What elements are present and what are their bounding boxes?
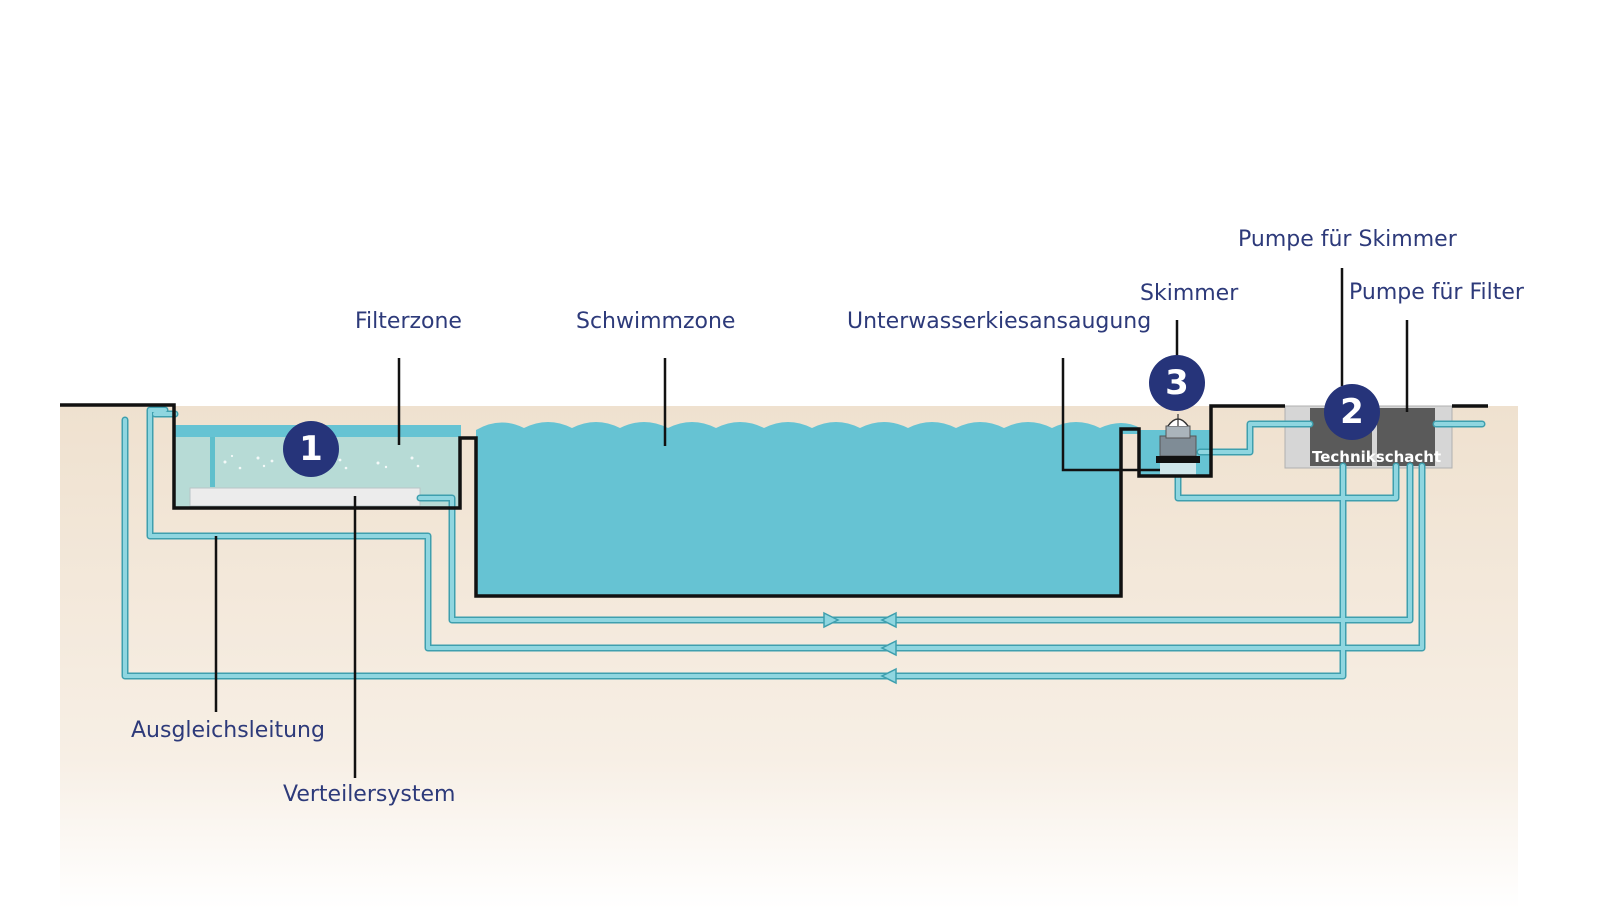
badge-technikschacht: 2: [1324, 384, 1380, 440]
label-filterzone: Filterzone: [355, 309, 462, 334]
label-unterwasserkiesansaugung: Unterwasserkiesansaugung: [847, 309, 1152, 334]
leader-lines: [214, 268, 1409, 778]
label-verteilersystem: Verteilersystem: [283, 782, 456, 807]
arrow-right-top: [823, 611, 840, 629]
label-technikschacht: Technikschacht: [1312, 448, 1442, 466]
arrow-left-bottom: [880, 667, 897, 685]
filter-riser-pipe: [210, 437, 215, 487]
distributor-system-bar: [189, 487, 421, 507]
arrow-left-mid: [880, 639, 897, 657]
label-pumpe-filter: Pumpe für Filter: [1349, 280, 1524, 305]
label-pumpe-skimmer: Pumpe für Skimmer: [1238, 227, 1457, 252]
water-waves: [476, 422, 1140, 434]
label-skimmer: Skimmer: [1140, 281, 1239, 306]
skimmer-device: [1156, 414, 1200, 475]
label-ausgleichsleitung: Ausgleichsleitung: [131, 718, 325, 743]
filter-gravel-dots: [223, 454, 420, 470]
flow-arrows: [823, 611, 897, 685]
tech-shaft-pump-right: [1377, 408, 1435, 466]
pond-outline: [60, 403, 1285, 598]
swim-zone-water: [476, 430, 1122, 596]
arrow-left-top: [880, 611, 897, 629]
pipes: [121, 406, 1486, 680]
badge-filterzone: 1: [283, 421, 339, 477]
badge-skimmer: 3: [1149, 355, 1205, 411]
label-schwimmzone: Schwimmzone: [576, 309, 736, 334]
